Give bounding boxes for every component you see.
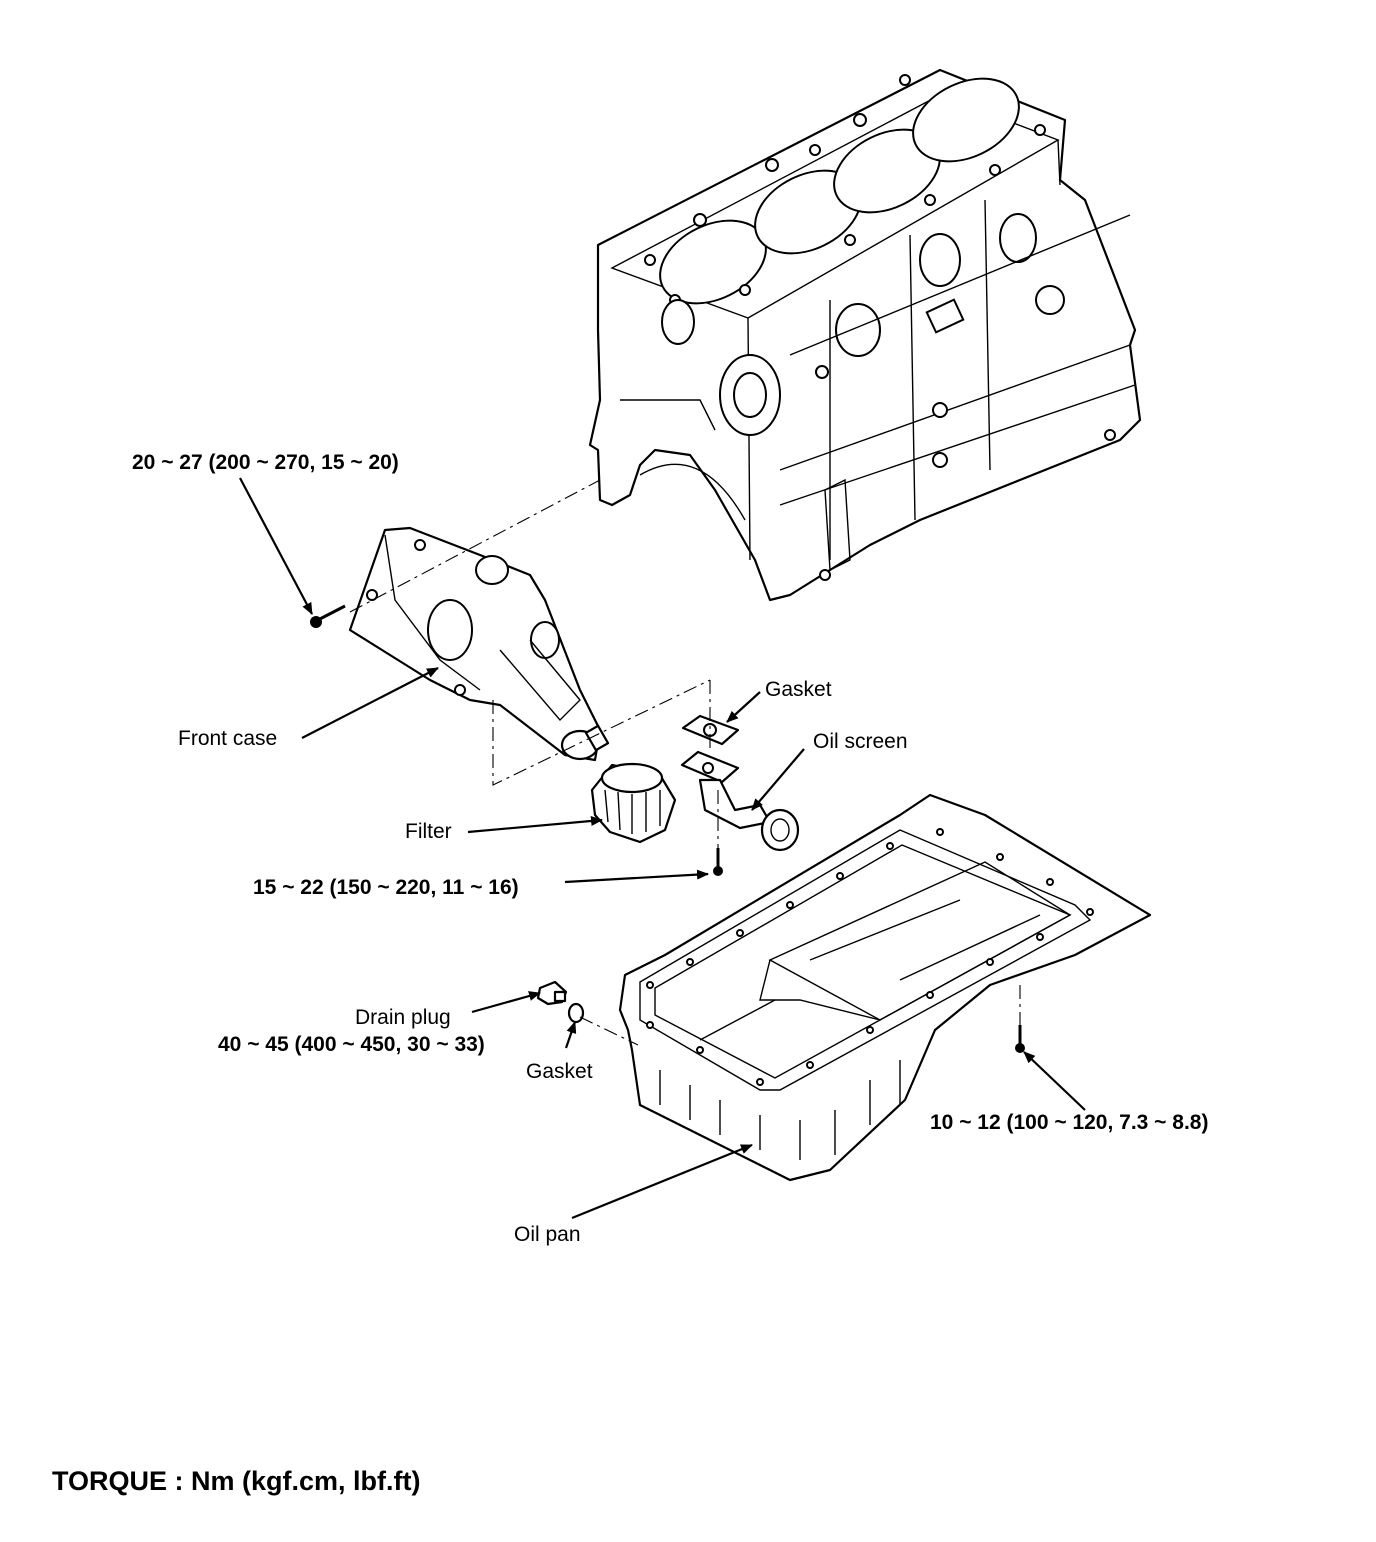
engine-block	[588, 68, 1142, 602]
oil-filter-part	[590, 762, 677, 844]
gasket-bottom-label: Gasket	[526, 1060, 593, 1083]
oil-screen-gasket-part	[681, 714, 740, 746]
front-case-bolt	[310, 604, 346, 628]
oil-pan-label: Oil pan	[514, 1223, 581, 1246]
front-case-label: Front case	[178, 727, 278, 750]
drain-plug-torque-label: 40 ~ 45 (400 ~ 450, 30 ~ 33)	[218, 1033, 485, 1056]
oil-screen-label: Oil screen	[813, 730, 908, 753]
leader-arrows	[239, 477, 1086, 1220]
drain-plug-gasket-part	[567, 1002, 585, 1024]
alignment-lines	[349, 479, 1021, 1046]
front-case-torque-label: 20 ~ 27 (200 ~ 270, 15 ~ 20)	[132, 451, 399, 474]
oil-pan-bolt	[1015, 1025, 1025, 1053]
oil-screen-part	[680, 750, 800, 852]
torque-units-legend: TORQUE : Nm (kgf.cm, lbf.ft)	[52, 1466, 421, 1496]
oil-screen-bolt	[713, 848, 723, 876]
drain-plug-part	[536, 980, 568, 1006]
oil-screen-torque-label: 15 ~ 22 (150 ~ 220, 11 ~ 16)	[253, 876, 519, 899]
oil-pan-torque-label: 10 ~ 12 (100 ~ 120, 7.3 ~ 8.8)	[930, 1111, 1209, 1134]
drain-plug-label: Drain plug	[355, 1006, 451, 1029]
gasket-top-label: Gasket	[765, 678, 832, 701]
oil-pan-part	[618, 793, 1152, 1182]
filter-label: Filter	[405, 820, 452, 843]
front-case-part	[348, 526, 610, 762]
